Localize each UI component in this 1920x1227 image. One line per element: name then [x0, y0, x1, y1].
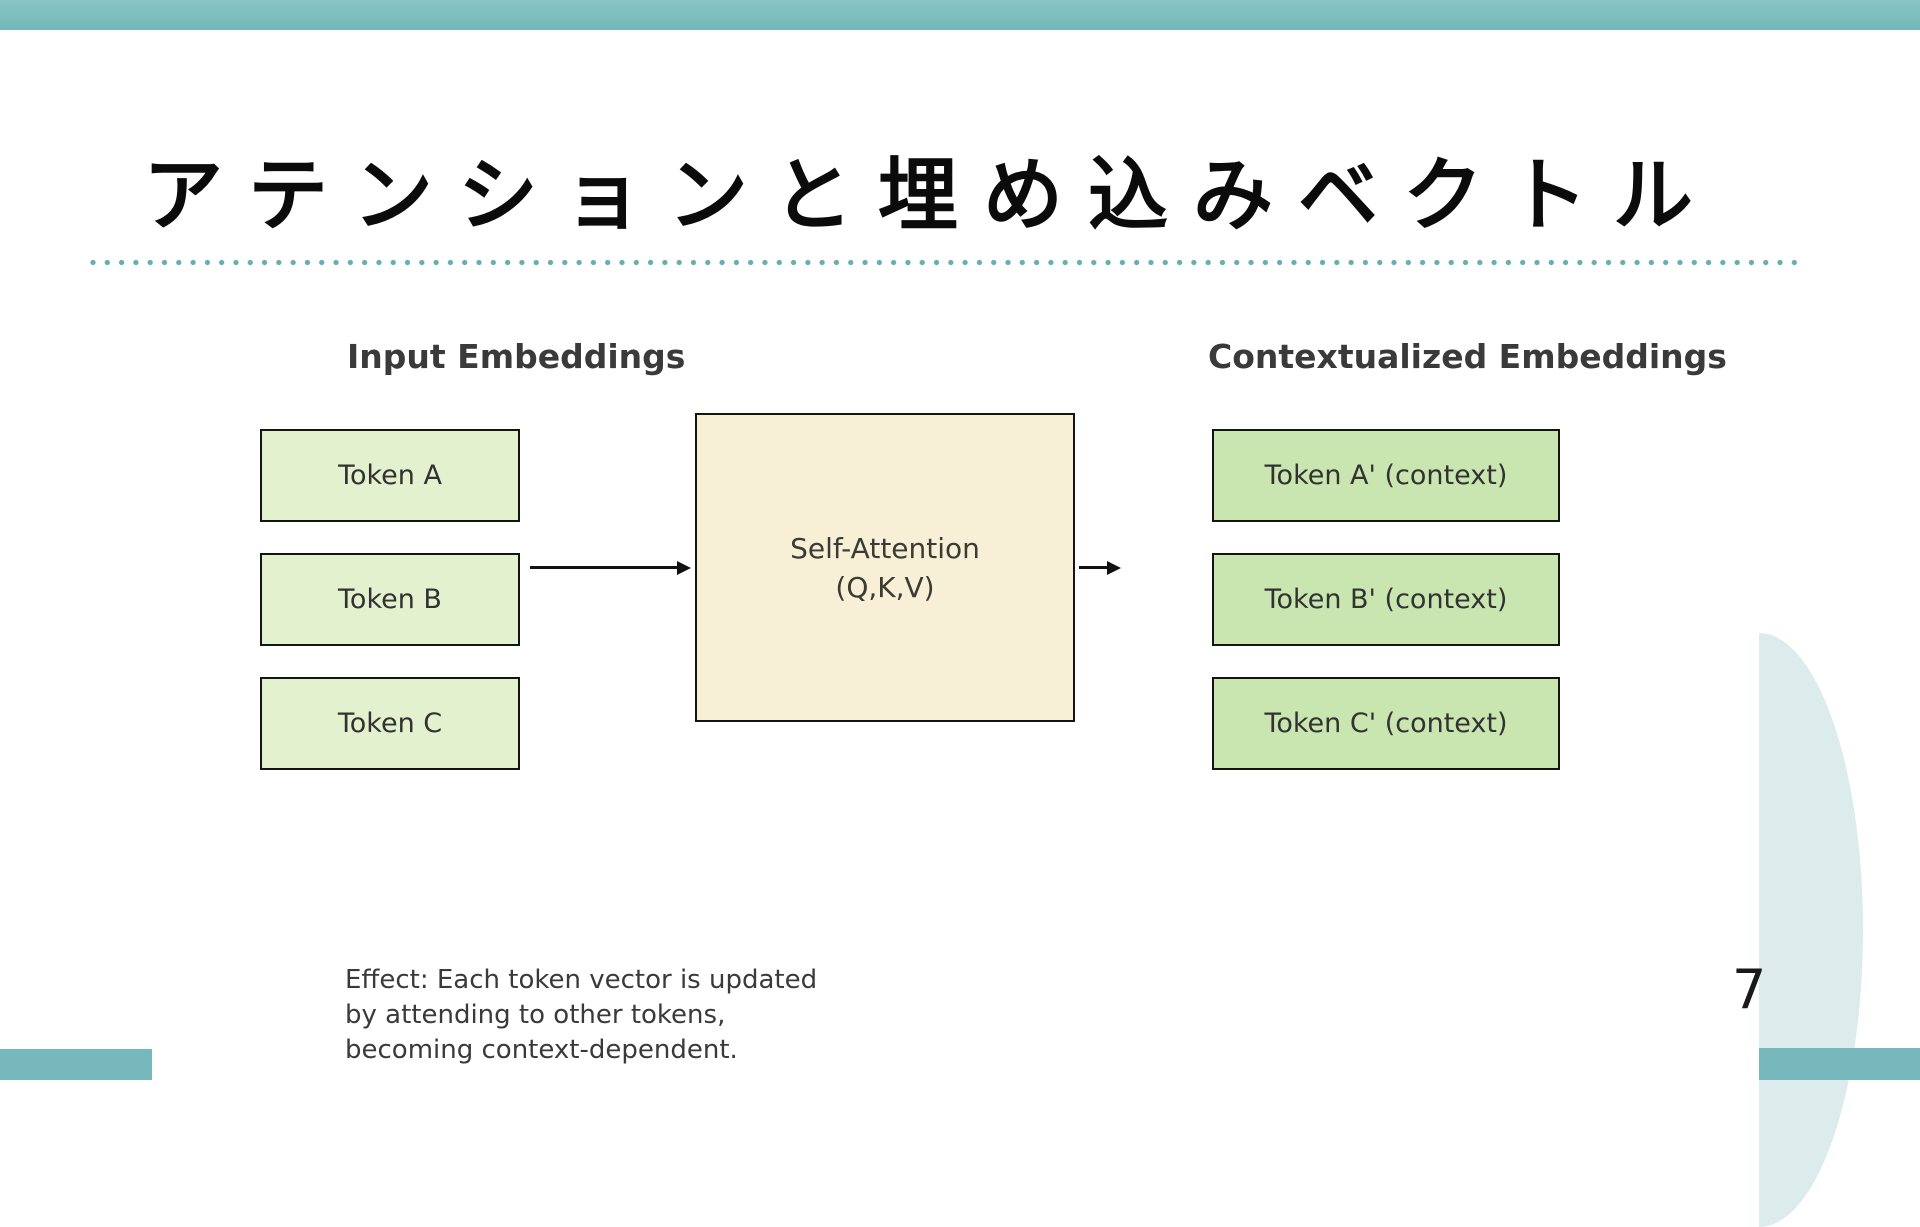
arrow-input-to-attention	[530, 559, 691, 576]
effect-note-line-1: Effect: Each token vector is updated	[345, 965, 818, 995]
page-number: 7	[1732, 958, 1767, 1021]
output-token-label-b: Token B' (context)	[1264, 584, 1508, 615]
arrow-attention-to-output	[1079, 559, 1121, 576]
slide-title: アテンションと埋め込みベクトル	[143, 149, 1718, 242]
input-token-box-a: Token A	[260, 429, 520, 522]
effect-note: Effect: Each token vector is updated by …	[345, 963, 817, 1068]
top-accent-bar	[0, 0, 1920, 30]
self-attention-qkv-label: (Q,K,V)	[835, 570, 935, 604]
effect-note-line-3: becoming context-dependent.	[345, 1035, 738, 1065]
output-token-box-b: Token B' (context)	[1212, 553, 1560, 646]
bottom-left-accent-bar	[0, 1049, 152, 1080]
output-token-box-c: Token C' (context)	[1212, 677, 1560, 770]
output-token-label-c: Token C' (context)	[1264, 708, 1508, 739]
input-embeddings-label: Input Embeddings	[347, 337, 686, 376]
self-attention-box: Self-Attention (Q,K,V)	[695, 413, 1075, 722]
input-token-box-b: Token B	[260, 553, 520, 646]
input-token-label-c: Token C	[337, 708, 443, 739]
corner-decoration	[1759, 633, 1863, 1227]
input-token-label-b: Token B	[338, 584, 442, 615]
title-divider	[90, 259, 1806, 266]
contextualized-embeddings-label: Contextualized Embeddings	[1208, 337, 1727, 376]
bottom-right-accent-bar	[1759, 1048, 1920, 1080]
output-token-label-a: Token A' (context)	[1264, 460, 1508, 491]
self-attention-label: Self-Attention	[790, 531, 980, 565]
output-token-box-a: Token A' (context)	[1212, 429, 1560, 522]
input-token-label-a: Token A	[338, 460, 442, 491]
effect-note-line-2: by attending to other tokens,	[345, 1000, 726, 1030]
input-token-box-c: Token C	[260, 677, 520, 770]
